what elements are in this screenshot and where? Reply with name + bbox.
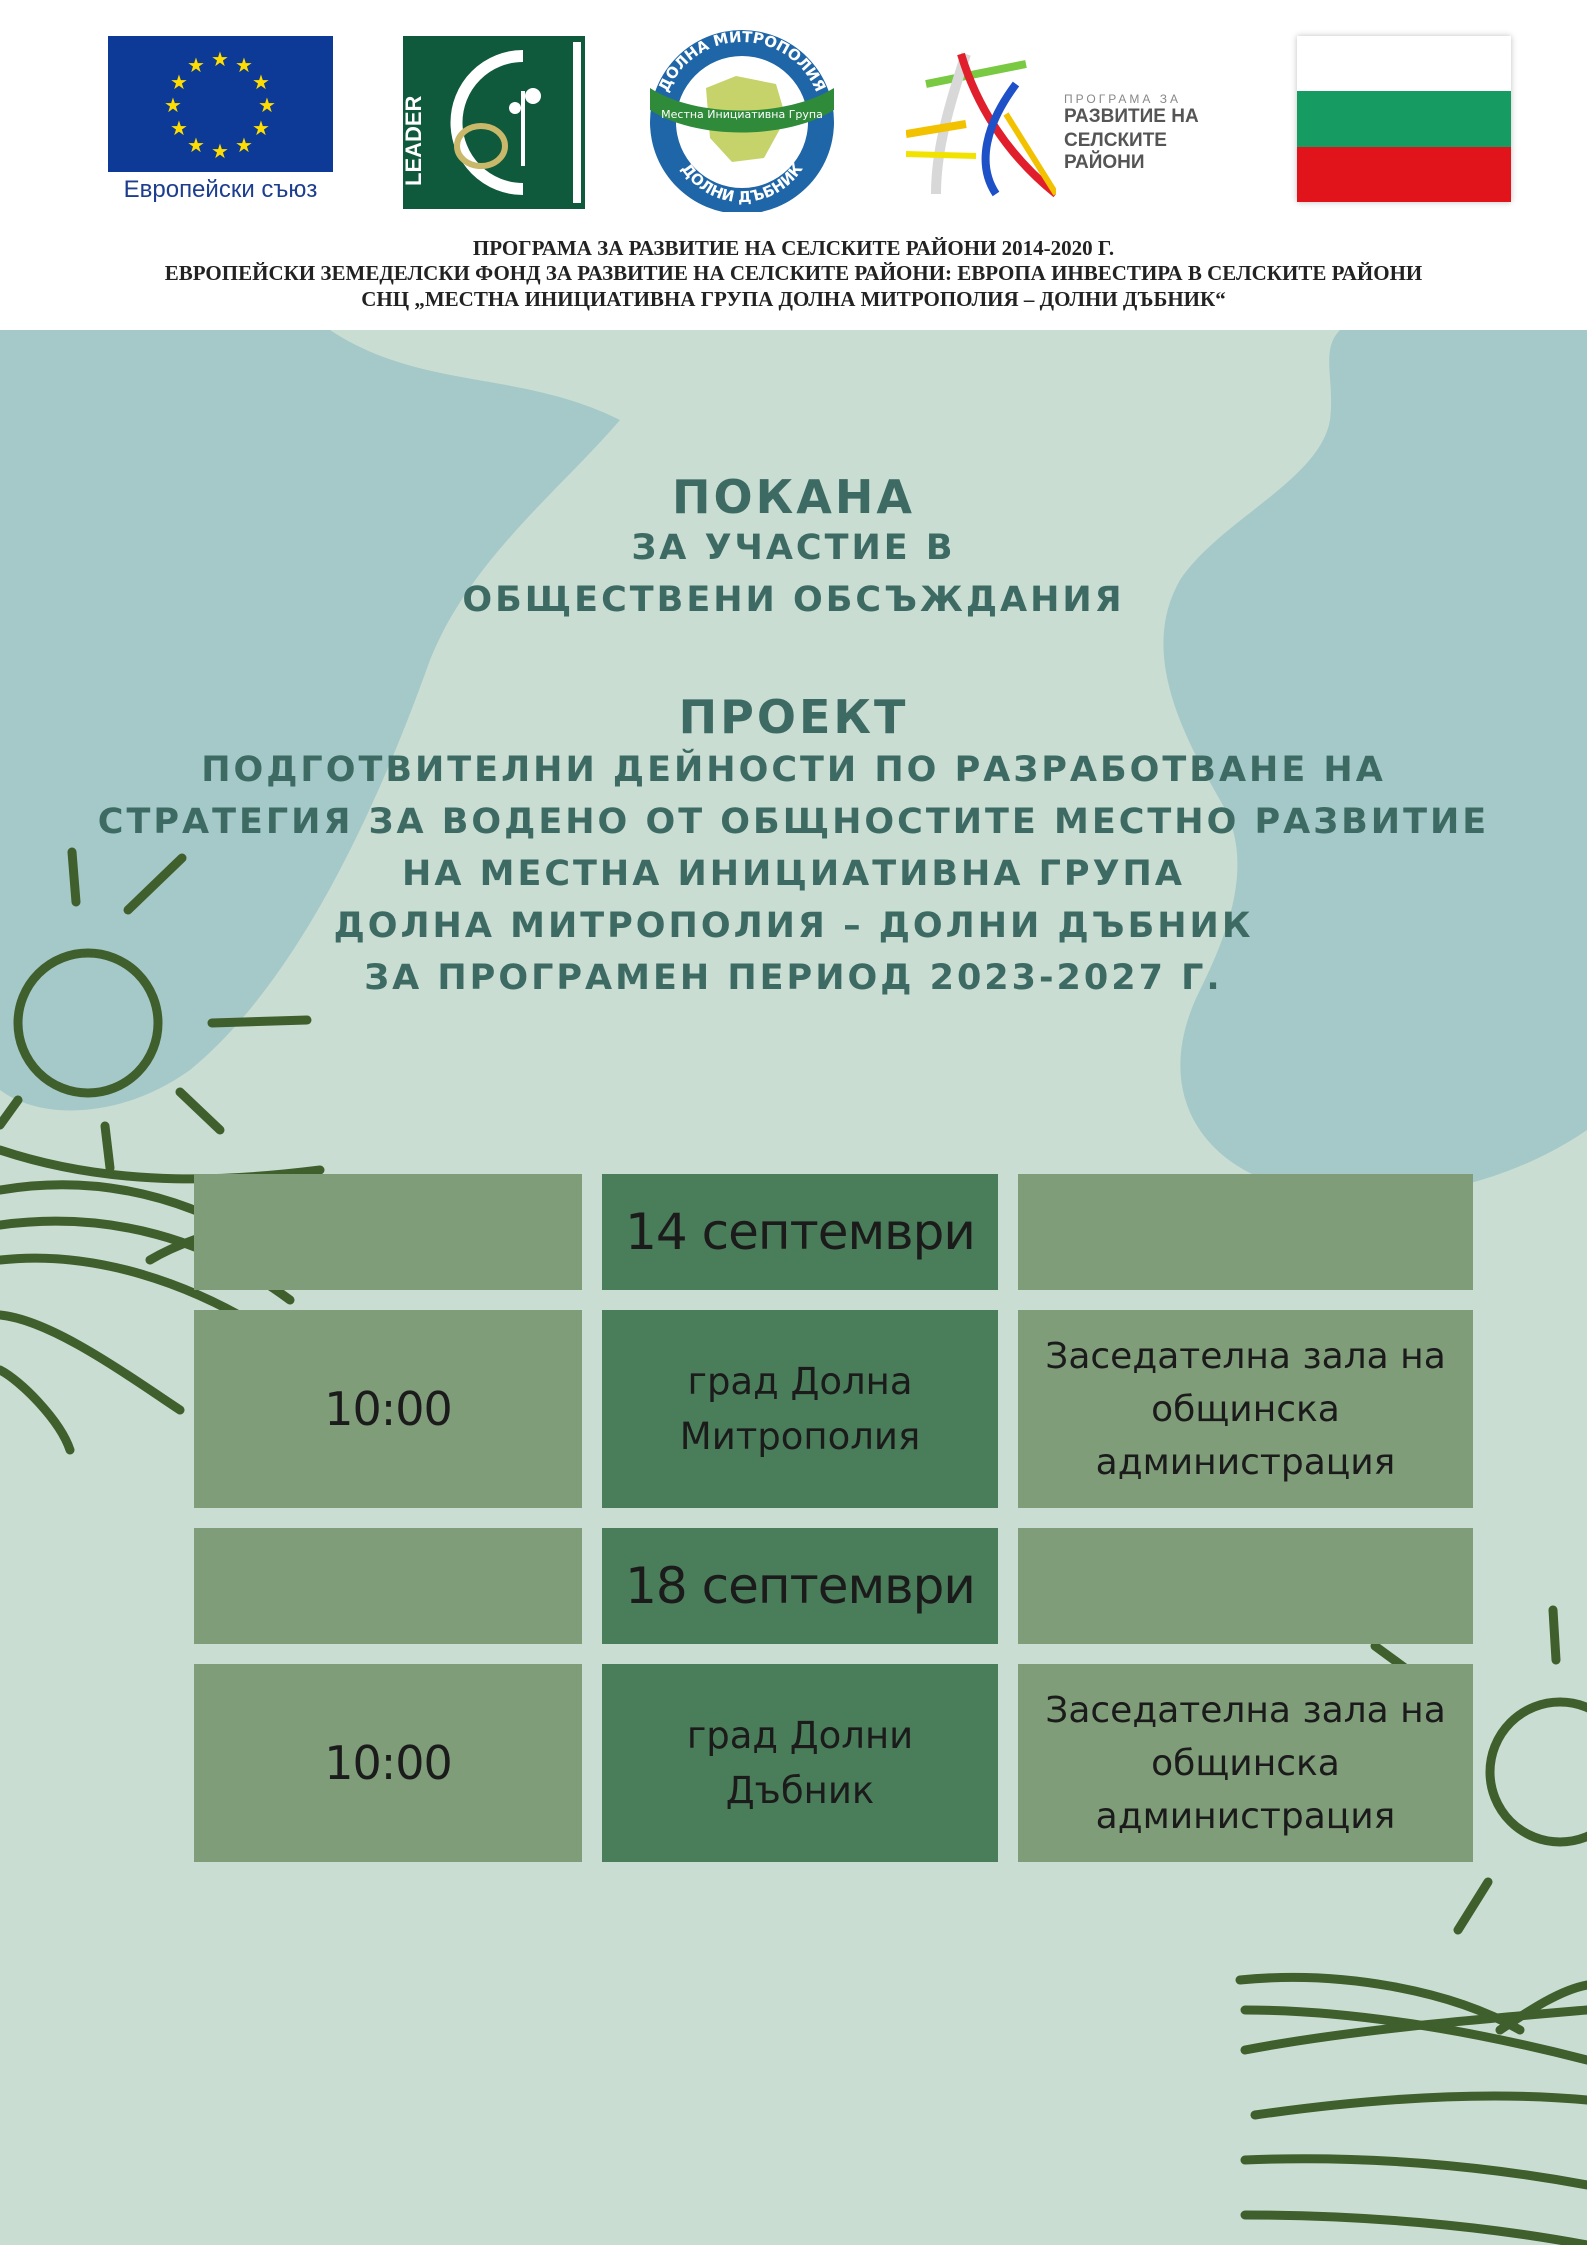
flag-green-stripe bbox=[1297, 91, 1511, 147]
schedule-place-line2: Митрополия bbox=[679, 1415, 921, 1458]
invitation-subtitle-line2: ОБЩЕСТВЕНИ ОБСЪЖДАНИЯ bbox=[462, 580, 1125, 620]
svg-text:★: ★ bbox=[235, 53, 253, 77]
programme-line-1: ПРОГРАМА ЗА РАЗВИТИЕ НА СЕЛСКИТЕ РАЙОНИ … bbox=[472, 236, 1115, 260]
right-blob bbox=[1163, 330, 1587, 1198]
schedule-place-line1: град Долни bbox=[686, 1714, 914, 1757]
schedule-venue-line2: общинска bbox=[1151, 1742, 1340, 1784]
bulgarian-flag bbox=[1297, 36, 1511, 203]
eu-stars-icon: ★ ★ ★ ★ ★ ★ ★ ★ ★ ★ ★ ★ bbox=[164, 47, 276, 163]
schedule-spacer-left bbox=[194, 1528, 582, 1644]
rdp-title-line1: РАЗВИТИЕ НА bbox=[1064, 106, 1199, 127]
poster-body: ПОКАНА ЗА УЧАСТИЕ В ОБЩЕСТВЕНИ ОБСЪЖДАНИ… bbox=[0, 330, 1587, 2245]
schedule-time: 10:00 bbox=[194, 1310, 582, 1508]
leader-logo: LEADER bbox=[401, 36, 585, 209]
invitation-title: ПОКАНА bbox=[672, 470, 915, 524]
flag-red-stripe bbox=[1297, 146, 1511, 203]
invitation-subtitle-line1: ЗА УЧАСТИЕ В bbox=[631, 528, 956, 568]
rdp-title-line2: СЕЛСКИТЕ РАЙОНИ bbox=[1064, 130, 1167, 173]
schedule-venue-line3: администрация bbox=[1095, 1795, 1396, 1837]
schedule-date: 18 септември bbox=[602, 1528, 998, 1644]
schedule-spacer-right bbox=[1018, 1528, 1473, 1644]
schedule-venue-line2: общинска bbox=[1151, 1388, 1340, 1430]
schedule-place-line1: град Долна bbox=[687, 1360, 913, 1403]
right-hills-icon bbox=[1235, 1972, 1587, 2245]
eu-caption: Европейски съюз bbox=[123, 176, 318, 203]
svg-text:★: ★ bbox=[187, 53, 205, 77]
schedule-venue: Заседателна зала на общинска администрац… bbox=[1018, 1664, 1473, 1862]
schedule-venue-line1: Заседателна зала на bbox=[1045, 1689, 1446, 1731]
svg-text:★: ★ bbox=[235, 133, 253, 157]
programme-line-3: СНЦ „МЕСТНА ИНИЦИАТИВНА ГРУПА ДОЛНА МИТР… bbox=[361, 287, 1226, 311]
left-blob bbox=[0, 330, 620, 1111]
eu-flag-logo: ★ ★ ★ ★ ★ ★ ★ ★ ★ ★ ★ ★ bbox=[108, 36, 333, 172]
leader-basket-icon bbox=[454, 123, 508, 169]
project-line-4: ДОЛНА МИТРОПОЛИЯ – ДОЛНИ ДЪБНИК bbox=[333, 906, 1254, 946]
schedule-place: град Долни Дъбник bbox=[602, 1664, 998, 1862]
svg-text:★: ★ bbox=[211, 47, 229, 71]
schedule-venue-line3: администрация bbox=[1095, 1441, 1396, 1483]
rdp-ribbons-icon bbox=[906, 52, 1056, 198]
svg-text:★: ★ bbox=[170, 70, 188, 94]
schedule-spacer-left bbox=[194, 1174, 582, 1290]
project-line-1: ПОДГОТВИТЕЛНИ ДЕЙНОСТИ ПО РАЗРАБОТВАНЕ Н… bbox=[201, 750, 1386, 790]
svg-text:★: ★ bbox=[170, 116, 188, 140]
svg-text:★: ★ bbox=[252, 116, 270, 140]
lag-logo: ДОЛНА МИТРОПОЛИЯ ДОЛНИ ДЪБНИК Местна Ини… bbox=[636, 18, 848, 214]
project-line-3: НА МЕСТНА ИНИЦИАТИВНА ГРУПА bbox=[402, 854, 1185, 894]
schedule-spacer-right bbox=[1018, 1174, 1473, 1290]
schedule-venue-line1: Заседателна зала на bbox=[1045, 1335, 1446, 1377]
schedule-place: град Долна Митрополия bbox=[602, 1310, 998, 1508]
schedule-venue: Заседателна зала на общинска администрац… bbox=[1018, 1310, 1473, 1508]
flag-white-stripe bbox=[1297, 36, 1511, 92]
rdp-small-text: ПРОГРАМА ЗА bbox=[1064, 92, 1181, 106]
leader-label: LEADER bbox=[403, 95, 426, 186]
header: ★ ★ ★ ★ ★ ★ ★ ★ ★ ★ ★ ★ Европейски съюз bbox=[0, 0, 1587, 330]
rural-development-programme-logo: ПРОГРАМА ЗА РАЗВИТИЕ НА СЕЛСКИТЕ РАЙОНИ bbox=[906, 44, 1236, 204]
project-line-2: СТРАТЕГИЯ ЗА ВОДЕНО ОТ ОБЩНОСТИТЕ МЕСТНО… bbox=[97, 802, 1490, 842]
svg-text:★: ★ bbox=[164, 93, 182, 117]
schedule-time: 10:00 bbox=[194, 1664, 582, 1862]
svg-text:★: ★ bbox=[258, 93, 276, 117]
schedule-place-line2: Дъбник bbox=[725, 1769, 875, 1812]
decorative-background bbox=[0, 330, 1587, 2245]
project-line-5: ЗА ПРОГРАМЕН ПЕРИОД 2023-2027 Г. bbox=[364, 958, 1223, 998]
svg-text:★: ★ bbox=[187, 133, 205, 157]
lag-banner bbox=[650, 88, 834, 133]
lag-banner-text: Местна Инициативна Група bbox=[661, 108, 823, 121]
leader-arc-icon bbox=[450, 50, 524, 195]
svg-text:★: ★ bbox=[211, 139, 229, 163]
programme-line-2: ЕВРОПЕЙСКИ ЗЕМЕДЕЛСКИ ФОНД ЗА РАЗВИТИЕ Н… bbox=[164, 261, 1423, 285]
svg-text:★: ★ bbox=[252, 70, 270, 94]
project-title: ПРОЕКТ bbox=[678, 690, 909, 744]
schedule-date: 14 септември bbox=[602, 1174, 998, 1290]
left-sun-icon bbox=[0, 847, 312, 1173]
